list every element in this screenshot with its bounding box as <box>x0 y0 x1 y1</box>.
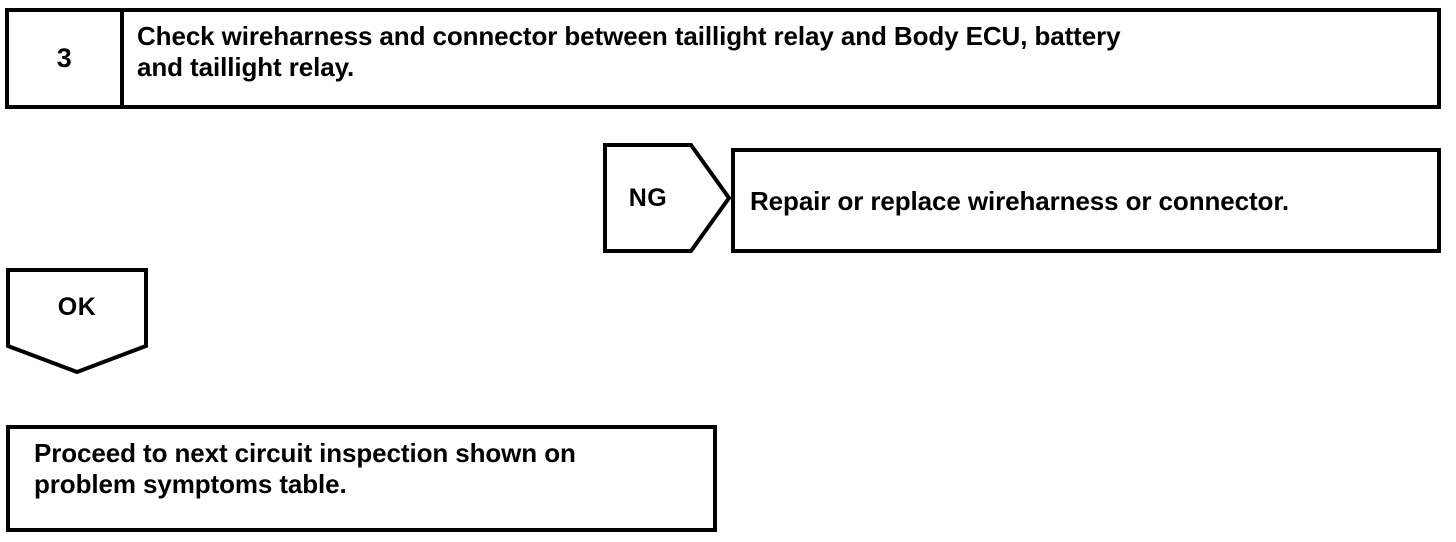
ng-result-box: Repair or replace wireharness or connect… <box>731 148 1441 253</box>
step-instruction-cell: Check wireharness and connector between … <box>124 12 1437 105</box>
step-3-row: 3 Check wireharness and connector betwee… <box>5 8 1441 109</box>
ok-branch-arrow: OK <box>6 268 148 374</box>
ng-arrow-shape <box>603 143 731 253</box>
ok-result-text: Proceed to next circuit inspection shown… <box>34 438 576 499</box>
ok-arrow-shape <box>6 268 148 374</box>
ok-result-box: Proceed to next circuit inspection shown… <box>6 425 717 532</box>
ng-branch-arrow: NG <box>603 143 731 253</box>
step-number: 3 <box>56 43 73 73</box>
ng-result-text: Repair or replace wireharness or connect… <box>750 185 1290 216</box>
step-number-cell: 3 <box>9 12 124 105</box>
step-instruction-text: Check wireharness and connector between … <box>137 21 1121 82</box>
ok-branch-label: OK <box>57 292 97 321</box>
ng-branch-label: NG <box>628 183 668 212</box>
